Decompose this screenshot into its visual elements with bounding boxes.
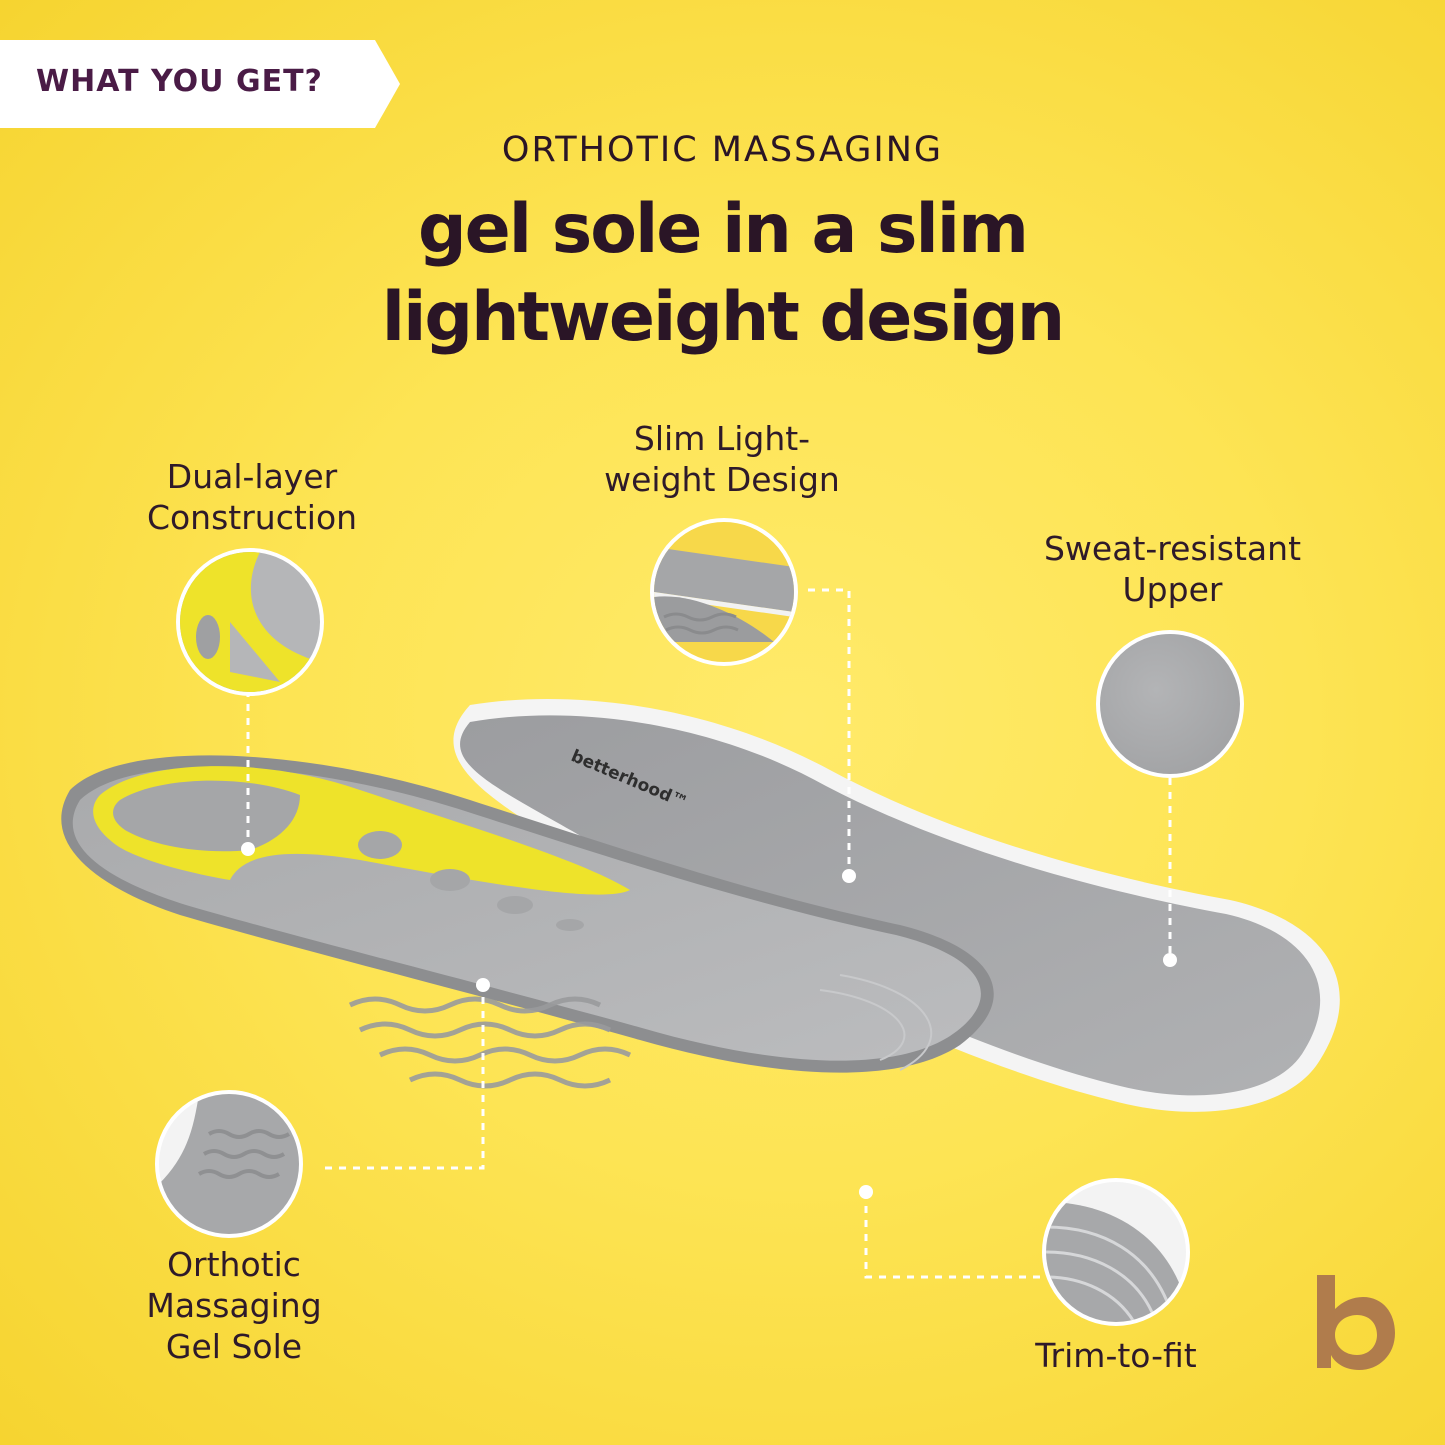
trim-lines-closeup <box>1046 1202 1186 1322</box>
left-insole <box>61 755 994 1089</box>
what-you-get-badge <box>0 40 400 128</box>
headline-line-2: lightweight design <box>381 278 1065 357</box>
dual-layer-label: Dual-layer Construction <box>146 457 358 537</box>
trim-to-fit-detail-circle <box>1042 1178 1190 1326</box>
right-insole: betterhood™ <box>453 698 1340 1112</box>
tread-closeup <box>159 1094 299 1234</box>
heading-kicker: ORTHOTIC MASSAGING <box>501 130 944 170</box>
slim-lightweight-label: Slim Light- weight Design <box>604 419 840 499</box>
headline-line-1: gel sole in a slim <box>418 190 1029 269</box>
gel-sole-detail-circle <box>155 1090 303 1238</box>
badge-text: WHAT YOU GET? <box>36 64 323 99</box>
sweat-resistant-label: Sweat-resistant Upper <box>1043 529 1302 609</box>
sweat-resistant-detail-circle <box>1096 630 1244 778</box>
trim-to-fit-label: Trim-to-fit <box>1035 1336 1197 1375</box>
brand-logo-mark <box>1317 1275 1395 1370</box>
gel-sole-label: Orthotic Massaging Gel Sole <box>146 1245 322 1366</box>
slim-detail-circle <box>650 518 798 666</box>
gel-layer-closeup <box>180 552 320 692</box>
dual-layer-detail-circle <box>176 548 324 696</box>
slim-profile-closeup <box>654 547 794 642</box>
